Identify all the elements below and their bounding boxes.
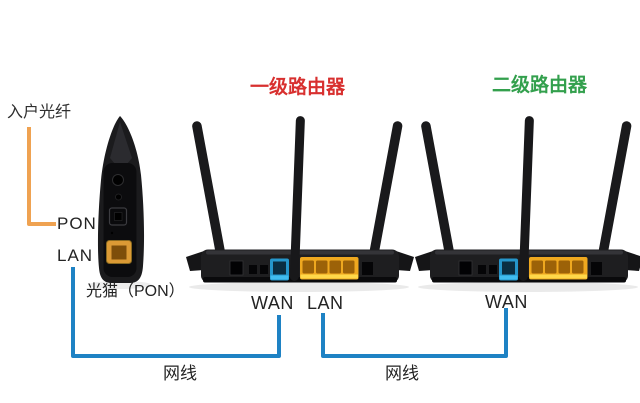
router1-lan-label: LAN [307, 293, 344, 313]
router2-wan-label: WAN [485, 292, 528, 312]
modem-power-jack [112, 174, 124, 186]
cable1-label: 网线 [163, 364, 197, 383]
fiber-cable-line [27, 127, 56, 226]
router1-title: 一级路由器 [250, 77, 346, 98]
modem-top-facet [110, 122, 132, 171]
ethernet-cable-1-line [71, 267, 281, 358]
modem-lan-label: LAN [57, 246, 94, 265]
router1-wan-label: WAN [251, 293, 294, 313]
pon-port-hole [114, 212, 123, 221]
modem-led-hole [110, 231, 114, 235]
modem-small-jack [115, 193, 122, 201]
cable2-label: 网线 [385, 364, 419, 383]
modem-caption: 光猫（PON） [86, 283, 185, 300]
modem-lan-port-jack [111, 245, 127, 260]
router-primary-art [185, 115, 415, 293]
modem-pon-label: PON [57, 214, 97, 233]
router2-title: 二级路由器 [492, 75, 588, 96]
incoming-fiber-label: 入户光纤 [7, 104, 72, 121]
modem-shadow [88, 281, 152, 289]
router-secondary-art [414, 115, 640, 293]
modem-device [88, 116, 152, 289]
ethernet-cable-2-line [321, 308, 508, 358]
